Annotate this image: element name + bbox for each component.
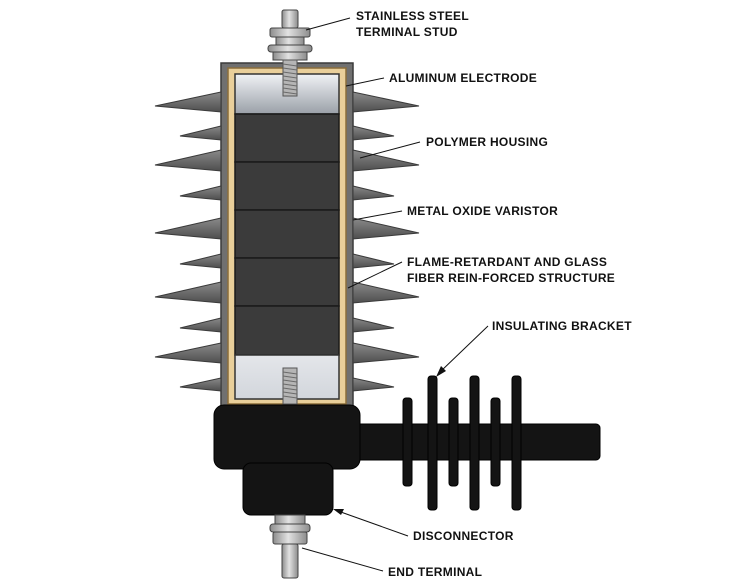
label-end-terminal: END TERMINAL [388, 565, 482, 579]
leader-line-varistor [352, 210, 403, 221]
shed [179, 253, 222, 269]
top-terminal-stud [267, 9, 313, 97]
shed [154, 91, 222, 113]
shed [352, 317, 395, 333]
shed [154, 342, 222, 364]
bracket-fin [490, 397, 501, 487]
varistor-block [234, 161, 340, 211]
leader-arrowheads [333, 366, 446, 515]
metal-oxide-varistor-blocks [234, 113, 340, 356]
bracket-fin [511, 375, 522, 511]
varistor-block [234, 257, 340, 307]
shed [352, 185, 395, 201]
disconnector [242, 462, 334, 516]
shed [179, 377, 222, 392]
arrowhead-disconnector [333, 509, 344, 515]
bracket-fin [402, 397, 413, 487]
leader-lines [301, 17, 489, 572]
end-terminal [269, 514, 311, 579]
shed [154, 149, 222, 172]
label-housing: POLYMER HOUSING [426, 135, 548, 149]
leader-line-disconnector [337, 510, 409, 537]
leader-line-structure [347, 261, 403, 289]
right-sheds [352, 91, 420, 392]
label-structure-line-2: FIBER REIN-FORCED STRUCTURE [407, 271, 615, 285]
shed [352, 377, 395, 392]
label-electrode: ALUMINUM ELECTRODE [389, 71, 537, 85]
internal-stack [234, 73, 340, 400]
shed [352, 91, 420, 113]
label-structure-line-1: FLAME-RETARDANT AND GLASS [407, 255, 607, 269]
leader-line-stud [305, 17, 351, 31]
varistor-block [234, 305, 340, 356]
label-varistor: METAL OXIDE VARISTOR [407, 204, 558, 218]
bracket-fin [448, 397, 459, 487]
bracket-arm [329, 423, 601, 461]
varistor-block [234, 113, 340, 163]
shed [352, 253, 395, 269]
shed [352, 149, 420, 172]
insulating-bracket [329, 375, 601, 511]
leader-line-electrode [345, 77, 385, 87]
leader-line-end-terminal [301, 547, 384, 572]
shed [352, 342, 420, 364]
arrowhead-bracket [436, 366, 446, 377]
label-stud-line-1: STAINLESS STEEL [356, 9, 469, 23]
shed [352, 281, 420, 304]
leader-line-bracket [439, 325, 489, 373]
bottom-internal-stud [282, 367, 298, 405]
shed [179, 125, 222, 141]
leader-line-housing [359, 141, 421, 159]
varistor-block [234, 209, 340, 259]
label-bracket: INSULATING BRACKET [492, 319, 632, 333]
bracket-fin [469, 375, 480, 511]
shed [154, 281, 222, 304]
label-stud-line-2: TERMINAL STUD [356, 25, 458, 39]
shed [154, 217, 222, 240]
shed [179, 317, 222, 333]
bracket-fin [427, 375, 438, 511]
base-block [213, 404, 361, 470]
shed [352, 125, 395, 141]
shed [352, 217, 420, 240]
label-disconnector: DISCONNECTOR [413, 529, 514, 543]
shed [179, 185, 222, 201]
left-sheds [154, 91, 222, 392]
